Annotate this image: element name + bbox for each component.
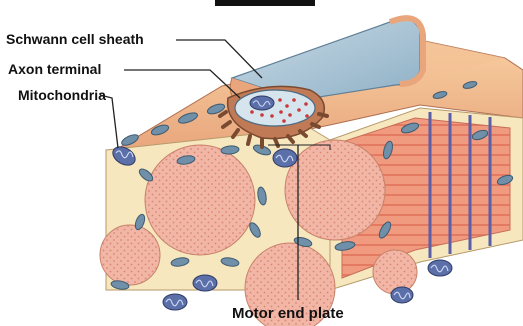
mitochondrion xyxy=(273,149,297,167)
mitochondrion xyxy=(163,294,187,310)
schwann-cell-sheath-label: Schwann cell sheath xyxy=(6,31,144,47)
motor-end-plate-label: Motor end plate xyxy=(232,305,344,322)
muscle-fiber xyxy=(100,225,160,285)
axon-terminal-label: Axon terminal xyxy=(8,61,101,77)
mitochondrion xyxy=(193,275,217,291)
muscle-fiber xyxy=(285,140,385,240)
mitochondria-label: Mitochondria xyxy=(18,87,106,103)
cropped-heading-fragment xyxy=(215,0,315,6)
mitochondrion xyxy=(391,287,413,303)
muscle-fiber xyxy=(373,250,417,294)
muscle-fiber xyxy=(145,145,255,255)
mitochondrion xyxy=(428,260,452,276)
